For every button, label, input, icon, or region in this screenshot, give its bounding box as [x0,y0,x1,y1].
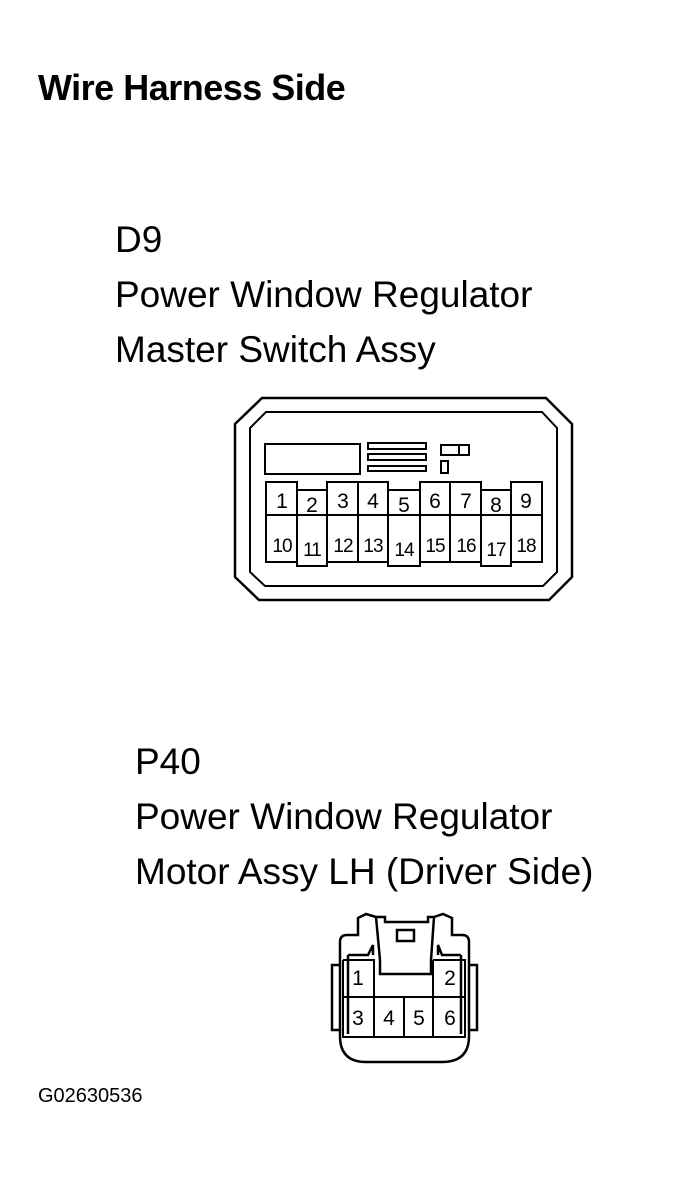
p40-pin-2: 2 [444,967,456,990]
d9-connector-face [233,396,574,602]
page-heading: Wire Harness Side [38,67,346,108]
p40-pin-3: 3 [352,1007,364,1030]
d9-pin-7: 7 [460,490,472,513]
d9-pin-13: 13 [363,536,383,557]
d9-pin-10: 10 [272,536,292,557]
d9-pin-6: 6 [429,490,441,513]
p40-pin-1: 1 [352,967,364,990]
d9-connector-label: D9 Power Window Regulator Master Switch … [115,212,532,377]
d9-pin-11: 11 [303,540,321,561]
p40-pin-6: 6 [444,1007,456,1030]
p40-pin-4: 4 [383,1007,395,1030]
d9-pin-4: 4 [367,490,379,513]
d9-pin-16: 16 [456,536,476,557]
d9-connector-code: D9 [115,219,163,260]
p40-connector-code: P40 [135,741,201,782]
d9-pin-12: 12 [333,536,353,557]
figure-code: G02630536 [38,1085,143,1107]
d9-pin-3: 3 [337,490,349,513]
d9-housing-details [264,442,470,475]
p40-connector-face [330,912,479,1064]
d9-pin-1: 1 [276,490,288,513]
p40-pin-grid [342,959,466,1038]
d9-pin-5: 5 [398,494,410,517]
d9-pin-18: 18 [516,536,536,557]
d9-connector-name-line2: Master Switch Assy [115,329,436,370]
d9-pin-9: 9 [520,490,532,513]
p40-connector-label: P40 Power Window Regulator Motor Assy LH… [135,734,594,899]
p40-connector-name-line2: Motor Assy LH (Driver Side) [135,851,594,892]
d9-connector-name-line1: Power Window Regulator [115,274,533,315]
d9-pin-14: 14 [394,540,415,561]
p40-pin-5: 5 [413,1007,425,1030]
d9-pin-2: 2 [306,494,318,517]
p40-connector-name-line1: Power Window Regulator [135,796,553,837]
d9-pin-15: 15 [425,536,445,557]
d9-pin-grid [265,481,543,567]
d9-pin-8: 8 [490,494,502,517]
d9-pin-17: 17 [486,540,506,561]
